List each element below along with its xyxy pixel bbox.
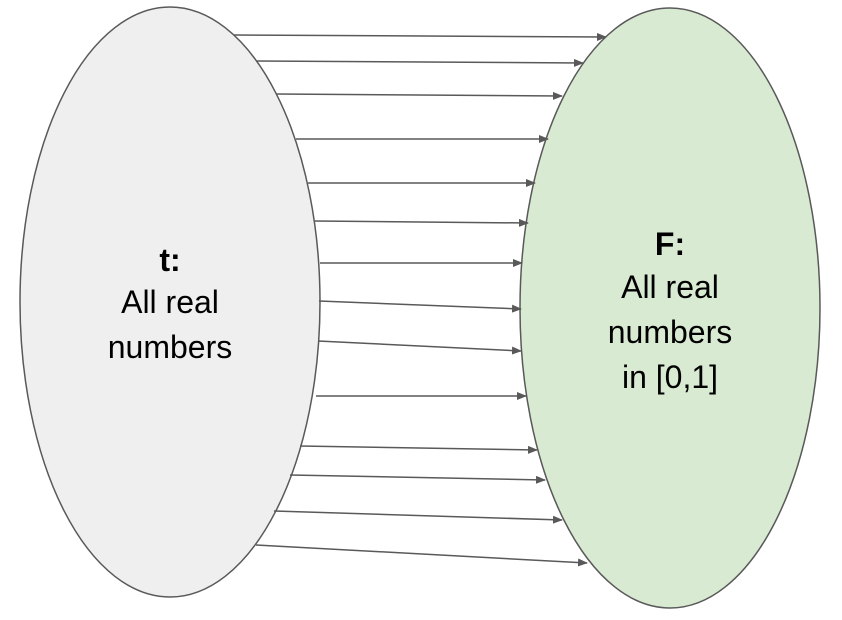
mapping-arrow xyxy=(289,474,546,484)
mapping-arrow xyxy=(255,544,588,567)
mapping-arrow xyxy=(318,300,522,313)
codomain-set-description-line: numbers xyxy=(608,314,733,350)
codomain-set-ellipse xyxy=(519,7,821,609)
mapping-arrow xyxy=(255,58,584,67)
mapping-arrow xyxy=(273,510,563,524)
mapping-arrow xyxy=(275,91,563,100)
mapping-arrows xyxy=(233,32,607,567)
mapping-arrow xyxy=(317,340,522,355)
codomain-set-description-line: in [0,1] xyxy=(622,359,718,395)
codomain-set-description-line: All real xyxy=(621,269,719,305)
codomain-set-label: F: All real numbers in [0,1] xyxy=(608,226,733,395)
codomain-set-name: F: xyxy=(655,226,685,262)
mapping-arrow xyxy=(233,32,607,41)
domain-set-description-line: numbers xyxy=(108,329,233,365)
domain-set-ellipse xyxy=(19,6,321,598)
domain-set-name: t: xyxy=(159,242,180,278)
domain-set-label: t: All real numbers xyxy=(108,242,233,365)
mapping-arrow xyxy=(299,445,538,454)
domain-set-description-line: All real xyxy=(121,284,219,320)
mapping-arrow xyxy=(314,218,529,227)
